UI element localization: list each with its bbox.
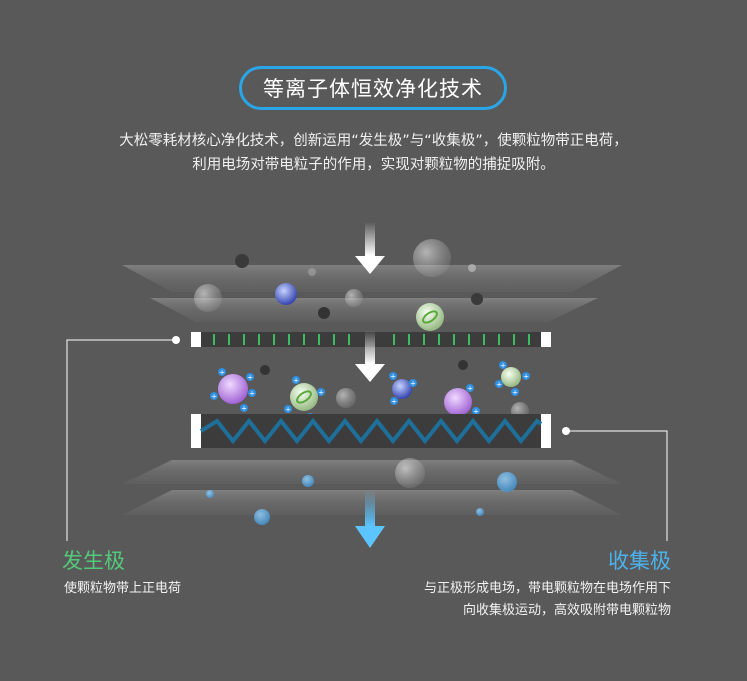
bacteria-particle-icon [290, 383, 318, 411]
svg-text:+: + [293, 377, 299, 385]
bacteria-particle-icon [416, 303, 444, 331]
svg-text:+: + [241, 405, 247, 413]
svg-text:+: + [391, 398, 397, 406]
generator-leader-line [66, 336, 180, 541]
svg-text:+: + [285, 406, 291, 414]
down-arrow-icon [355, 490, 385, 548]
bacteria-particle-icon [275, 283, 297, 305]
generator-title: 发生极 [62, 549, 125, 573]
svg-text:+: + [249, 390, 255, 398]
generator-description: 使颗粒物带上正电荷 [64, 581, 182, 596]
top-filter-slab-2 [150, 298, 598, 322]
bottom-filter-slab-1 [122, 460, 622, 484]
svg-text:+: + [318, 389, 324, 397]
bacteria-particle-icon [501, 367, 521, 387]
intro-line-1: 大松零耗材核心净化技术，创新运用“发生极”与“收集极”，使颗粒物带正电荷， [119, 133, 628, 149]
intro-line-2: 利用电场对带电粒子的作用，实现对颗粒物的捕捉吸附。 [192, 157, 555, 173]
down-arrow-icon [355, 222, 385, 274]
svg-text:+: + [410, 380, 416, 388]
bacteria-particle-icon [392, 379, 412, 399]
top-filter-slab-1 [122, 265, 622, 292]
down-arrow-icon [355, 330, 385, 382]
svg-text:+: + [467, 385, 473, 393]
clean-air-particles [206, 458, 517, 525]
collector-description-line-1: 与正极形成电场，带电颗粒物在电场作用下 [423, 581, 671, 596]
bacteria-particle-icon [444, 388, 472, 416]
collector-title: 收集极 [608, 549, 671, 573]
svg-text:+: + [247, 374, 253, 382]
svg-text:+: + [512, 389, 518, 397]
bacteria-particle-icon [218, 374, 248, 404]
svg-text:+: + [473, 408, 479, 416]
collector-description-line-2: 向收集极运动，高效吸附带电颗粒物 [462, 603, 671, 618]
svg-text:+: + [219, 369, 225, 377]
section-title-text: 等离子体恒效净化技术 [263, 77, 483, 101]
svg-text:+: + [523, 373, 529, 381]
collector-leader-line [562, 427, 668, 541]
pollution-particles [194, 239, 483, 331]
section-title: 等离子体恒效净化技术 [239, 66, 507, 110]
svg-text:+: + [211, 393, 217, 401]
svg-text:+: + [390, 373, 396, 381]
svg-text:+: + [496, 381, 502, 389]
svg-text:+: + [500, 362, 506, 370]
collector-electrode [191, 414, 551, 448]
